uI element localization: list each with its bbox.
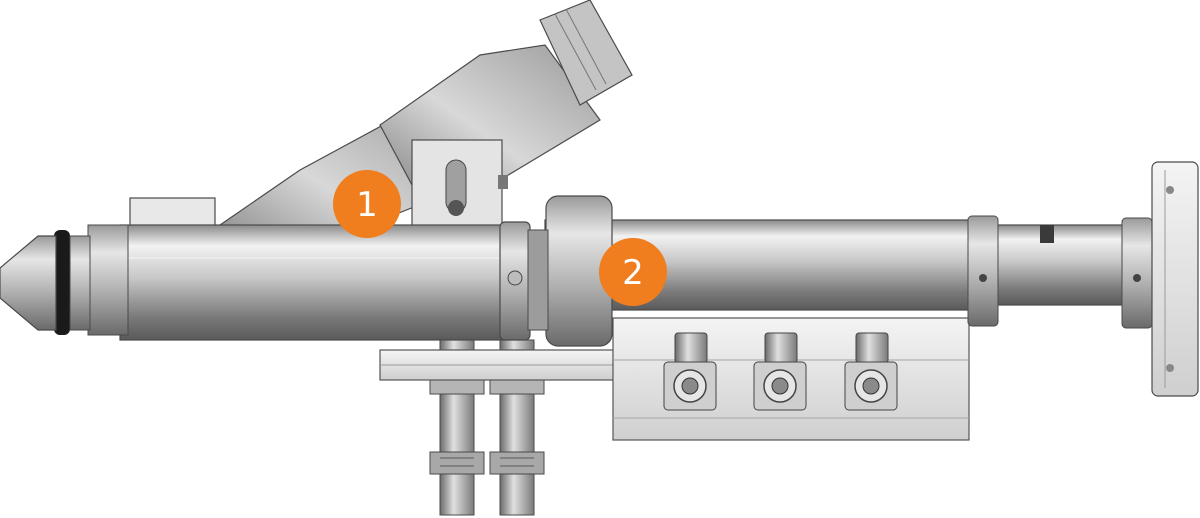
nozzle-tip xyxy=(0,235,57,331)
side-port xyxy=(411,139,508,241)
inlet-branch-end-cap xyxy=(539,0,633,106)
callout-1: 1 xyxy=(333,170,401,238)
valve-fitting-3 xyxy=(844,332,898,411)
mounting-bracket xyxy=(379,349,619,381)
cylinder-ring-right xyxy=(967,215,999,327)
cylinder-ring-end xyxy=(1121,217,1153,329)
valve-fitting-2 xyxy=(753,332,807,411)
callout-2: 2 xyxy=(599,238,667,306)
valve-fitting-1 xyxy=(663,332,717,411)
callout-2-label: 2 xyxy=(622,253,644,293)
end-flange xyxy=(1151,161,1199,397)
clamp-ring xyxy=(499,221,549,341)
nozzle-body xyxy=(87,197,506,341)
o-ring xyxy=(54,230,91,335)
valve-fittings xyxy=(663,332,898,411)
callout-1-label: 1 xyxy=(356,185,378,225)
